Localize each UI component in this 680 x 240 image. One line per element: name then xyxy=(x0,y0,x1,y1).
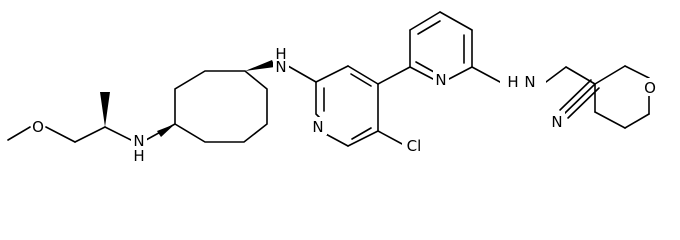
bond-thp-1 xyxy=(594,65,626,85)
bond-c-cl xyxy=(377,130,405,146)
wedge-cyclohexyl-nh xyxy=(245,60,275,71)
bond-upyr-2 xyxy=(409,11,441,31)
bond-biaryl xyxy=(377,66,411,85)
pyridine-lower-double-2 xyxy=(351,127,372,140)
nitrile-n-label: N xyxy=(551,113,562,131)
chemical-structure-diagram: O N H H N N Cl N H N N O xyxy=(7,11,658,164)
bond-thp-2 xyxy=(624,65,650,79)
bond-upyr-3 xyxy=(439,11,473,31)
chloro-label: Cl xyxy=(407,137,422,155)
bond-pyr-c-ccl xyxy=(347,130,379,147)
amine-nh-left-h: H xyxy=(133,147,144,164)
nitrile-bond-b xyxy=(559,79,592,111)
amine-nh-left-n: N xyxy=(133,132,144,150)
atom-bg-methoxy-o xyxy=(31,116,45,136)
bond-pyr-c-ch xyxy=(347,65,379,85)
pyridine-upper-double-3 xyxy=(415,61,435,73)
pyridine-n-upper-label: N xyxy=(435,71,446,89)
bond-nh-pyridine xyxy=(287,65,317,83)
atom-bg-pyr-n-upper xyxy=(433,70,449,88)
methoxy-o-label: O xyxy=(32,118,44,136)
pyridine-n-lower-label: N xyxy=(312,118,323,136)
bond-nh-ch2 xyxy=(545,66,567,83)
atom-bg-ring-o xyxy=(642,78,658,96)
atom-labels: O N H H N N Cl N H N N O xyxy=(31,45,658,164)
bond-pyr-ch-c xyxy=(315,65,349,83)
atom-bg-nh-left xyxy=(131,131,147,161)
bond-methyl-o xyxy=(7,126,31,141)
atom-bg-pyr-n-lower xyxy=(311,117,327,135)
pyridine-ring-lower xyxy=(315,81,323,121)
atom-bg-nh-mid xyxy=(273,46,289,74)
amine-nh-mid-n: N xyxy=(275,58,286,76)
bond-thp-4 xyxy=(624,113,650,129)
bond-pyr-nh xyxy=(471,66,501,83)
cyclohexane-ring xyxy=(174,70,268,143)
atom-bg-cl xyxy=(402,135,426,155)
bond-upyr-5 xyxy=(448,66,473,80)
bonds xyxy=(7,11,650,147)
bond-ch-nh xyxy=(104,126,132,141)
atom-bg-nh-right xyxy=(500,72,546,90)
bond-thp-5 xyxy=(594,111,626,129)
pyridine-upper-double-1 xyxy=(417,20,441,35)
wedge-methyl xyxy=(100,92,110,127)
ring-o-label: O xyxy=(644,79,656,97)
nitrile-bond-c xyxy=(567,87,600,119)
bond-ch2-ch xyxy=(74,126,106,143)
amine-nh-right-n: N xyxy=(524,73,535,91)
atom-bg-nitrile-n xyxy=(549,112,565,130)
wedge-cyclohexyl-n xyxy=(157,124,175,137)
amine-nh-right-h: H xyxy=(507,73,518,91)
pyridine-lower-double-3 xyxy=(350,73,372,87)
bond-o-ch2 xyxy=(45,126,76,143)
bond-upyr-6 xyxy=(409,66,434,80)
nitrile-bond-a xyxy=(563,83,596,115)
amine-nh-mid-h: H xyxy=(275,45,286,63)
